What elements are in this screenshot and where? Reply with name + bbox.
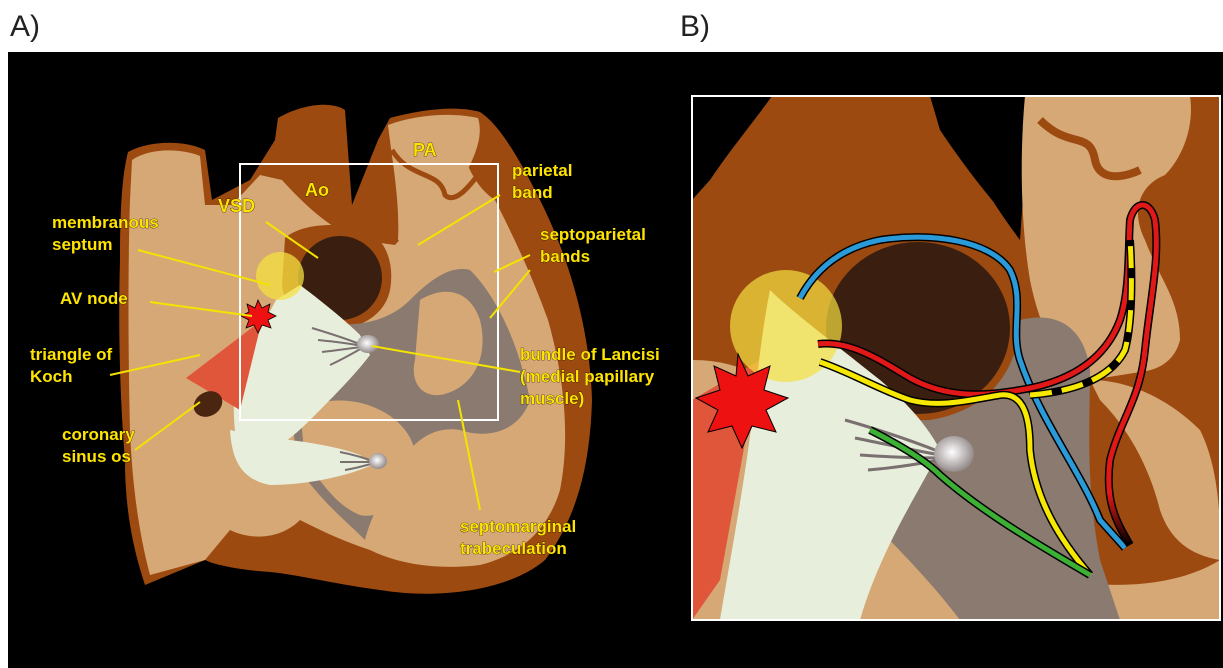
label-ao: Ao	[305, 180, 329, 200]
label-membranous-line1: membranous	[52, 213, 159, 232]
label-septomarginal-line2: trabeculation	[460, 539, 567, 558]
label-pa: PA	[413, 140, 437, 160]
label-membranous-line2: septum	[52, 235, 112, 254]
b-papillary-muscle-lancisi	[934, 436, 974, 472]
label-coronary-sinus-line1: coronary	[62, 425, 135, 444]
label-koch-line1: triangle of	[30, 345, 113, 364]
label-lancisi-line1: bundle of Lancisi	[520, 345, 660, 364]
label-vsd: VSD	[218, 196, 255, 216]
label-koch-line2: Koch	[30, 367, 73, 386]
papillary-muscle-lower	[369, 453, 387, 469]
papillary-muscle-lancisi	[357, 335, 379, 353]
label-coronary-sinus-line2: sinus os	[62, 447, 131, 466]
label-parietal-band-line1: parietal	[512, 161, 572, 180]
membranous-septum-highlight	[256, 252, 304, 300]
label-parietal-band-line2: band	[512, 183, 553, 202]
label-av-node: AV node	[60, 289, 128, 308]
label-septoparietal-line1: septoparietal	[540, 225, 646, 244]
label-septoparietal-line2: bands	[540, 247, 590, 266]
panel-b	[692, 96, 1220, 620]
label-lancisi-line2: (medial papillary	[520, 367, 655, 386]
label-lancisi-line3: muscle)	[520, 389, 584, 408]
label-septomarginal-line1: septomarginal	[460, 517, 576, 536]
